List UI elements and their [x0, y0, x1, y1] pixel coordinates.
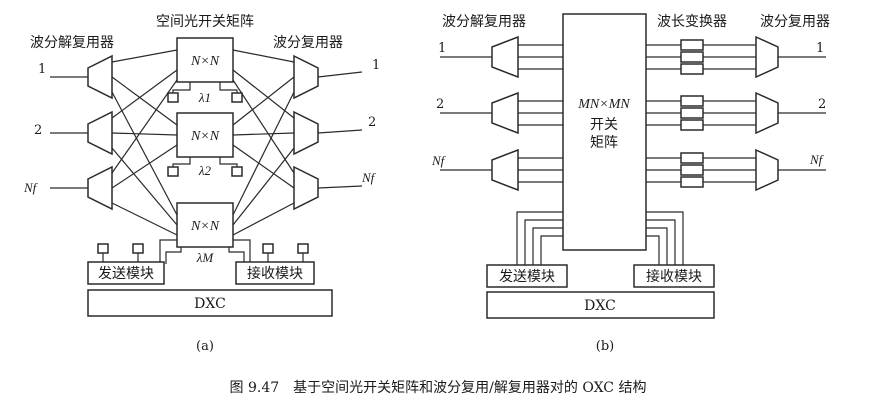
demux-to-matrix-links	[518, 44, 563, 183]
converter-nf-3	[680, 176, 704, 188]
switch-label-lambdam: N×N	[190, 219, 220, 234]
input-port-b-nf: Nf	[431, 153, 447, 168]
output-port-2: 2	[368, 115, 376, 130]
tx-module-label-a: 发送模块	[98, 266, 154, 282]
converter-1-3	[680, 63, 704, 75]
mux-nf	[293, 165, 319, 211]
add-port-lambda2	[167, 166, 179, 177]
subfigure-label-b: (b)	[596, 339, 614, 354]
output-port-b-2: 2	[818, 97, 826, 112]
demux-nf	[87, 165, 113, 211]
tx-links-a	[159, 239, 182, 264]
switch-label-lambda2: N×N	[190, 129, 220, 144]
demux-b-nf	[491, 148, 519, 192]
input-port-b-1: 1	[438, 41, 446, 56]
switch-box-lambdam	[176, 202, 234, 248]
input-port-b-2: 2	[436, 97, 444, 112]
output-fiber-2	[317, 129, 363, 134]
matrix-sub-label-2: 矩阵	[590, 135, 618, 151]
drop-port-lambda2	[231, 166, 243, 177]
drop-port-lambda1	[231, 92, 243, 103]
demux-2	[87, 110, 113, 156]
wavelength-label-1: λ1	[198, 90, 211, 105]
output-port-b-nf: Nf	[809, 152, 825, 167]
mux-b-2	[755, 91, 779, 135]
output-port-b-1: 1	[816, 41, 824, 56]
rx-module-label-b: 接收模块	[646, 268, 702, 285]
local-ports-lambda1	[172, 82, 238, 94]
demux-1	[87, 54, 113, 100]
output-port-1: 1	[372, 58, 380, 73]
tx-module-box-b	[486, 264, 568, 288]
converter-1-2	[680, 51, 704, 63]
switch-label-lambda1: N×N	[190, 54, 220, 69]
demux-title-a: 波分解复用器	[30, 34, 114, 51]
tx-links-b	[516, 211, 563, 265]
switch-matrix-title: 空间光开关矩阵	[156, 14, 254, 30]
wavelength-label-2: λ2	[198, 163, 212, 178]
output-port-nf: Nf	[361, 170, 377, 185]
converter-nf-2	[680, 164, 704, 176]
dxc-label-a: DXC	[194, 296, 226, 312]
converter-1-1	[680, 39, 704, 51]
dxc-box-a	[87, 289, 333, 317]
switch-box-lambda2	[176, 112, 234, 158]
demux-to-switch-links	[111, 49, 178, 236]
rx-links-b	[646, 211, 684, 265]
converter-title: 波长变换器	[657, 13, 727, 30]
input-port-2: 2	[34, 123, 42, 138]
dxc-box-b	[486, 291, 715, 319]
tx-port-2	[132, 243, 144, 254]
demux-b-1	[491, 35, 519, 79]
matrix-sub-label-1: 开关	[590, 117, 618, 133]
wavelength-label-m: λM	[196, 250, 215, 265]
rx-module-box-a	[235, 261, 315, 285]
local-ports-lambda2	[172, 157, 238, 168]
output-fiber-nf	[317, 185, 363, 189]
diagram-a: 空间光开关矩阵 波分解复用器 波分复用器 1 2 Nf 1 2 Nf	[23, 14, 380, 354]
rx-port-1	[262, 243, 274, 254]
switch-box-lambda1	[176, 37, 234, 83]
figure-caption: 图 9.47 基于空间光开关矩阵和波分复用/解复用器对的 OXC 结构	[230, 379, 647, 396]
add-port-lambda1	[167, 92, 179, 103]
rx-links-a	[228, 239, 251, 264]
dxc-label-b: DXC	[584, 298, 616, 314]
converter-2-3	[680, 119, 704, 131]
tx-port-1	[97, 243, 109, 254]
mux-title-a: 波分复用器	[273, 34, 343, 51]
demux-title-b: 波分解复用器	[442, 13, 526, 30]
converter-2-2	[680, 107, 704, 119]
wavelength-converters	[680, 39, 704, 188]
output-fiber-1	[317, 71, 363, 78]
switch-matrix-b	[562, 13, 647, 251]
diagram-b: 波分解复用器 波长变换器 波分复用器 1 2 Nf MN×MN 开关 矩	[431, 13, 830, 354]
converter-2-1	[680, 95, 704, 107]
input-port-nf: Nf	[23, 180, 39, 195]
subfigure-label-a: (a)	[196, 339, 214, 354]
tx-module-box-a	[87, 261, 165, 285]
rx-module-box-b	[633, 264, 715, 288]
mux-b-nf	[755, 148, 779, 192]
mux-b-1	[755, 35, 779, 79]
tx-module-label-b: 发送模块	[499, 269, 555, 285]
converter-nf-1	[680, 152, 704, 164]
demux-b-2	[491, 91, 519, 135]
matrix-size-label: MN×MN	[577, 97, 630, 112]
rx-port-2	[297, 243, 309, 254]
mux-2	[293, 110, 319, 156]
mux-title-b: 波分复用器	[760, 13, 830, 30]
input-port-1: 1	[38, 62, 46, 77]
switch-to-mux-links	[232, 49, 295, 236]
rx-module-label-a: 接收模块	[247, 265, 303, 282]
mux-1	[293, 54, 319, 100]
